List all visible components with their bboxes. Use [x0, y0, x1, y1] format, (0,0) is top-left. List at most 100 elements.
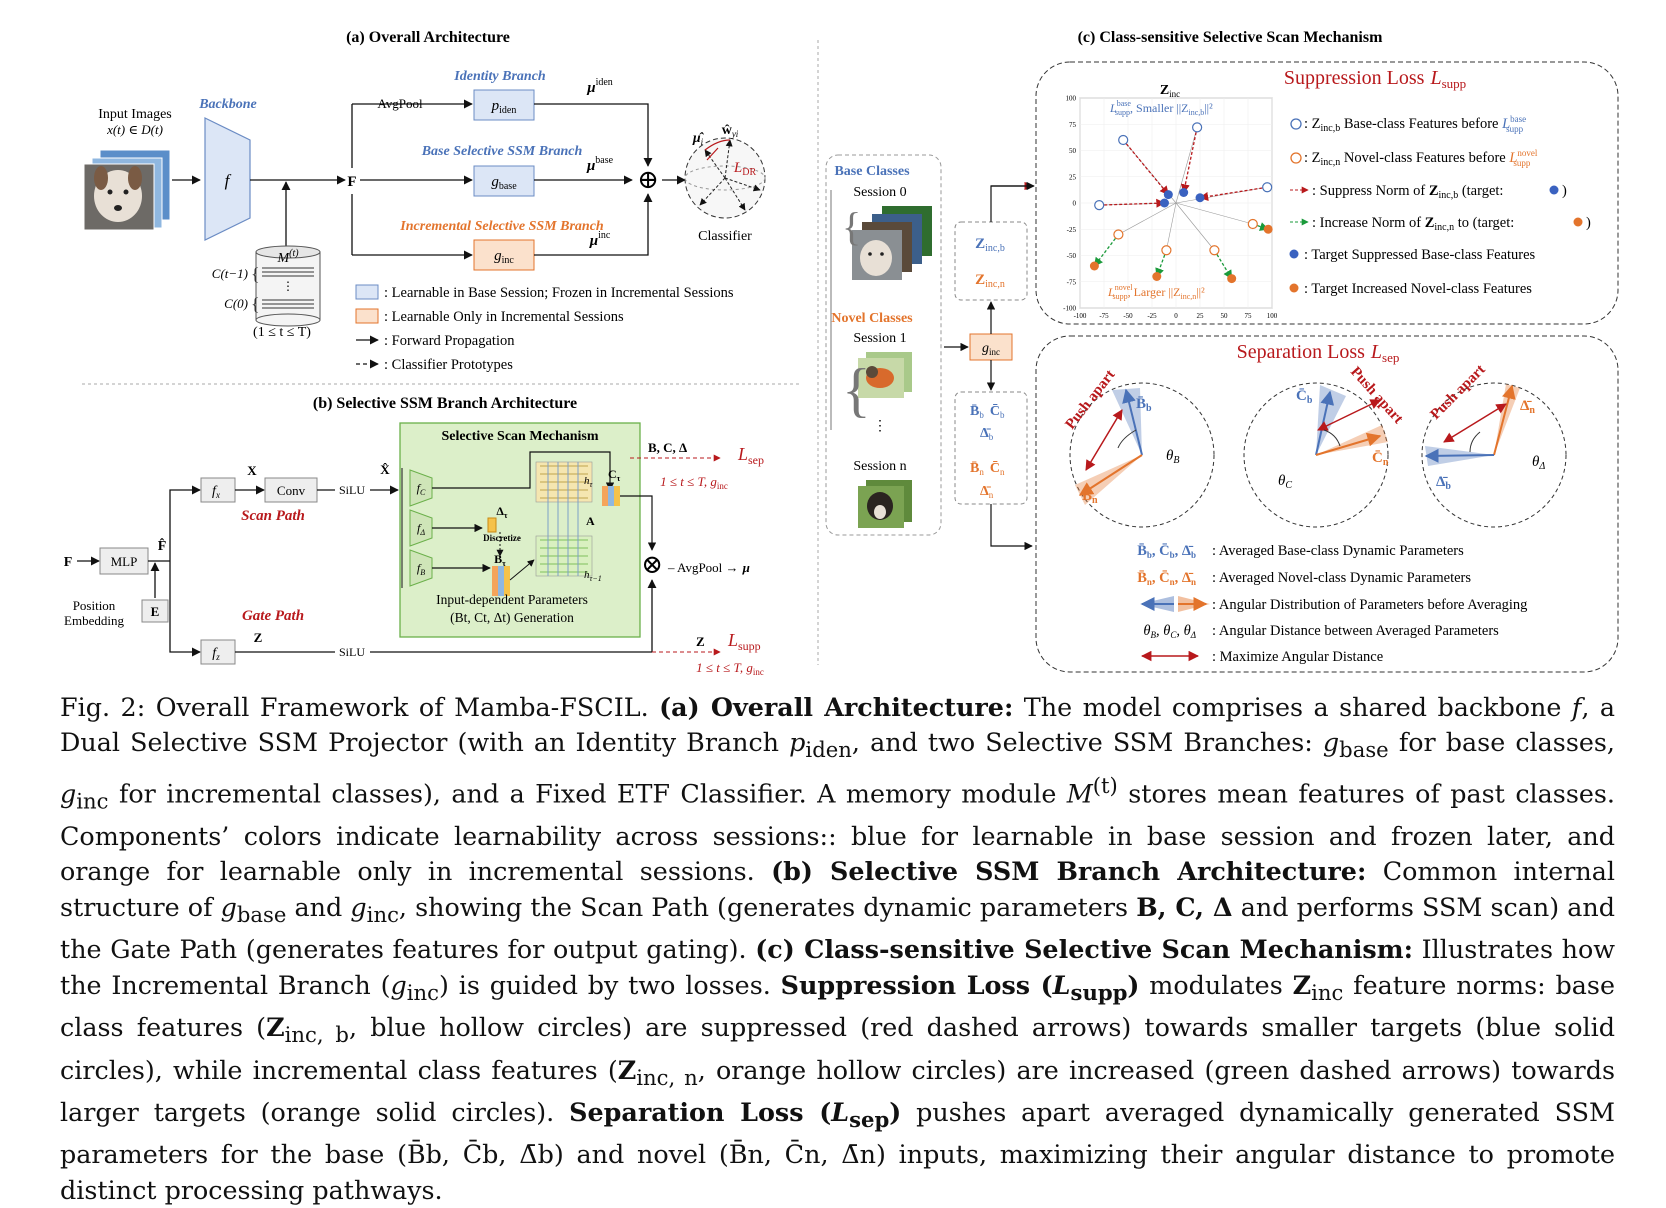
plot-y-tick: -25: [1067, 226, 1077, 234]
session-dots: ⋮: [873, 419, 887, 434]
base-classes-label: Base Classes: [834, 164, 910, 179]
memory-c-prev: C(t−1): [212, 266, 248, 281]
suppression-box: [1035, 61, 1619, 325]
base-feature-point: [1118, 134, 1129, 146]
svg-text:: Angular Distance between Ave: : Angular Distance between Averaged Para…: [1212, 623, 1499, 639]
session-1: Session 1: [853, 331, 906, 346]
base-target-point: [1195, 193, 1205, 203]
range-sep: 1 ≤ t ≤ T, ginc: [660, 474, 728, 491]
theta-d: θΔ: [1532, 454, 1545, 472]
svg-text:: Increase Norm of Zinc,n to: : Increase Norm of Zinc,n to (target:: [1312, 215, 1514, 233]
plot-y-tick: 75: [1069, 121, 1077, 129]
params-box: [954, 391, 1028, 505]
input-image-stack: [83, 149, 171, 231]
sep-legend: B̄b, C̄b, Δ̄b : Averaged Base-class Dyna…: [1137, 543, 1527, 665]
svg-text:): ): [1562, 183, 1567, 199]
z-inc-b: Zinc,b: [975, 236, 1005, 254]
svg-text:: Forward Propagation: : Forward Propagation: [384, 333, 515, 349]
g-base-text: gbase: [491, 174, 517, 192]
plot-y-tick: -100: [1063, 305, 1076, 313]
novel-target-point: [1263, 224, 1273, 234]
plot-x-tick: -50: [1123, 312, 1133, 320]
svg-text:B̄b, C̄b, Δ̄b: B̄b, C̄b, Δ̄b: [1137, 543, 1196, 560]
suppress-arrow: [1122, 139, 1169, 196]
pos-label-2: Embedding: [64, 613, 124, 628]
ssm-box: [399, 422, 641, 638]
novel-feature-point: [1113, 229, 1124, 240]
plot-y-tick: -75: [1067, 278, 1077, 286]
base-target-point: [1163, 190, 1173, 200]
svg-text:: Target Increased Novel-class: : Target Increased Novel-class Features: [1304, 281, 1532, 297]
ssm-title: Selective Scan Mechanism: [441, 429, 598, 444]
silu-1: SiLU: [339, 483, 365, 497]
F-hat: F̂: [158, 537, 167, 554]
suppress-arrow: [1099, 198, 1166, 208]
angle-circle-d: Δ̄n Δ̄b: [1421, 382, 1567, 528]
plot-x-tick: 100: [1267, 312, 1278, 320]
plot-x-tick: 50: [1221, 312, 1229, 320]
plot-spoke: [1175, 202, 1253, 225]
novel-target-point: [1089, 261, 1099, 271]
plot-x-tick: 25: [1197, 312, 1205, 320]
range-supp: 1 ≤ t ≤ T, ginc: [696, 660, 764, 677]
mlp-label: MLP: [111, 554, 138, 569]
dn: Δ̄n: [980, 484, 994, 500]
svg-text:{: {: [251, 264, 260, 284]
increase-arrow: [1213, 249, 1233, 280]
session-n: Session n: [853, 459, 906, 474]
plot-y-tick: 25: [1069, 173, 1077, 181]
theta-b: θB: [1166, 448, 1179, 466]
A-label: A: [586, 514, 595, 528]
loss-supp-b: Lsupp: [727, 630, 761, 653]
svg-text:{: {: [842, 357, 871, 423]
p-iden-text: piden: [491, 98, 517, 116]
svg-text:: Learnable Only in Incrementa: : Learnable Only in Incremental Sessions: [384, 309, 624, 325]
X-label: X: [247, 463, 257, 478]
b-F: F: [64, 555, 73, 570]
svg-text:: Suppress Norm of Zinc,b (tar: : Suppress Norm of Zinc,b (target:: [1312, 183, 1503, 201]
identity-branch-label: Identity Branch: [453, 69, 546, 84]
C-tau: Cτ: [608, 467, 621, 483]
w-hat: ŵyi: [722, 123, 739, 139]
plot-spoke: [1175, 127, 1198, 204]
inc-branch-label: Incremental Selective SSM Branch: [399, 219, 604, 234]
fc-block: [409, 469, 433, 507]
g-base-block: [473, 165, 535, 197]
g-inc-block: [473, 239, 535, 271]
conv-block: [264, 477, 318, 503]
mu-iden: μiden: [586, 77, 613, 96]
z-inc-n: Zinc,n: [975, 272, 1005, 290]
db: Δ̄b: [980, 426, 994, 442]
svg-text:: Zinc,b Base-class Features b: : Zinc,b Base-class Features before Lbas…: [1304, 114, 1526, 134]
svg-text:: Zinc,n Novel-class Features: : Zinc,n Novel-class Features before Lno…: [1304, 148, 1538, 168]
svg-text:): ): [1586, 215, 1591, 231]
fz-block: [200, 639, 236, 665]
gen-line-2: (Bt, Ct, Δt) Generation: [450, 610, 574, 625]
separation-box: [1035, 335, 1619, 673]
base-feature-point: [1094, 200, 1105, 211]
gate-path-label: Gate Path: [242, 608, 304, 624]
classifier-label: Classifier: [698, 229, 752, 244]
svg-text:: Averaged Novel-class Dynamic: : Averaged Novel-class Dynamic Parameter…: [1212, 570, 1471, 586]
base-target-point: [1179, 188, 1189, 197]
svg-text:fC: fC: [417, 481, 426, 497]
svg-text:C̄n: C̄n: [1372, 450, 1389, 468]
svg-text:: Target Suppressed Base-class: : Target Suppressed Base-class Features: [1304, 247, 1536, 263]
delta-tau: Δτ: [496, 504, 508, 520]
loss-dr: LDR: [733, 160, 757, 178]
plot-y-tick: -50: [1067, 252, 1077, 260]
plot-y-tick: 0: [1073, 200, 1077, 208]
backbone-block: [204, 117, 251, 241]
oplus: ⊕: [637, 165, 659, 194]
memory-label: M(t): [276, 248, 299, 266]
fdelta-block: [409, 509, 433, 547]
g-inc-text: ginc: [494, 248, 514, 266]
plot-x-tick: -75: [1099, 312, 1109, 320]
plot-spoke: [1166, 202, 1177, 251]
novel-feature-point: [1161, 245, 1172, 256]
memory-range: (1 ≤ t ≤ T): [253, 325, 311, 340]
